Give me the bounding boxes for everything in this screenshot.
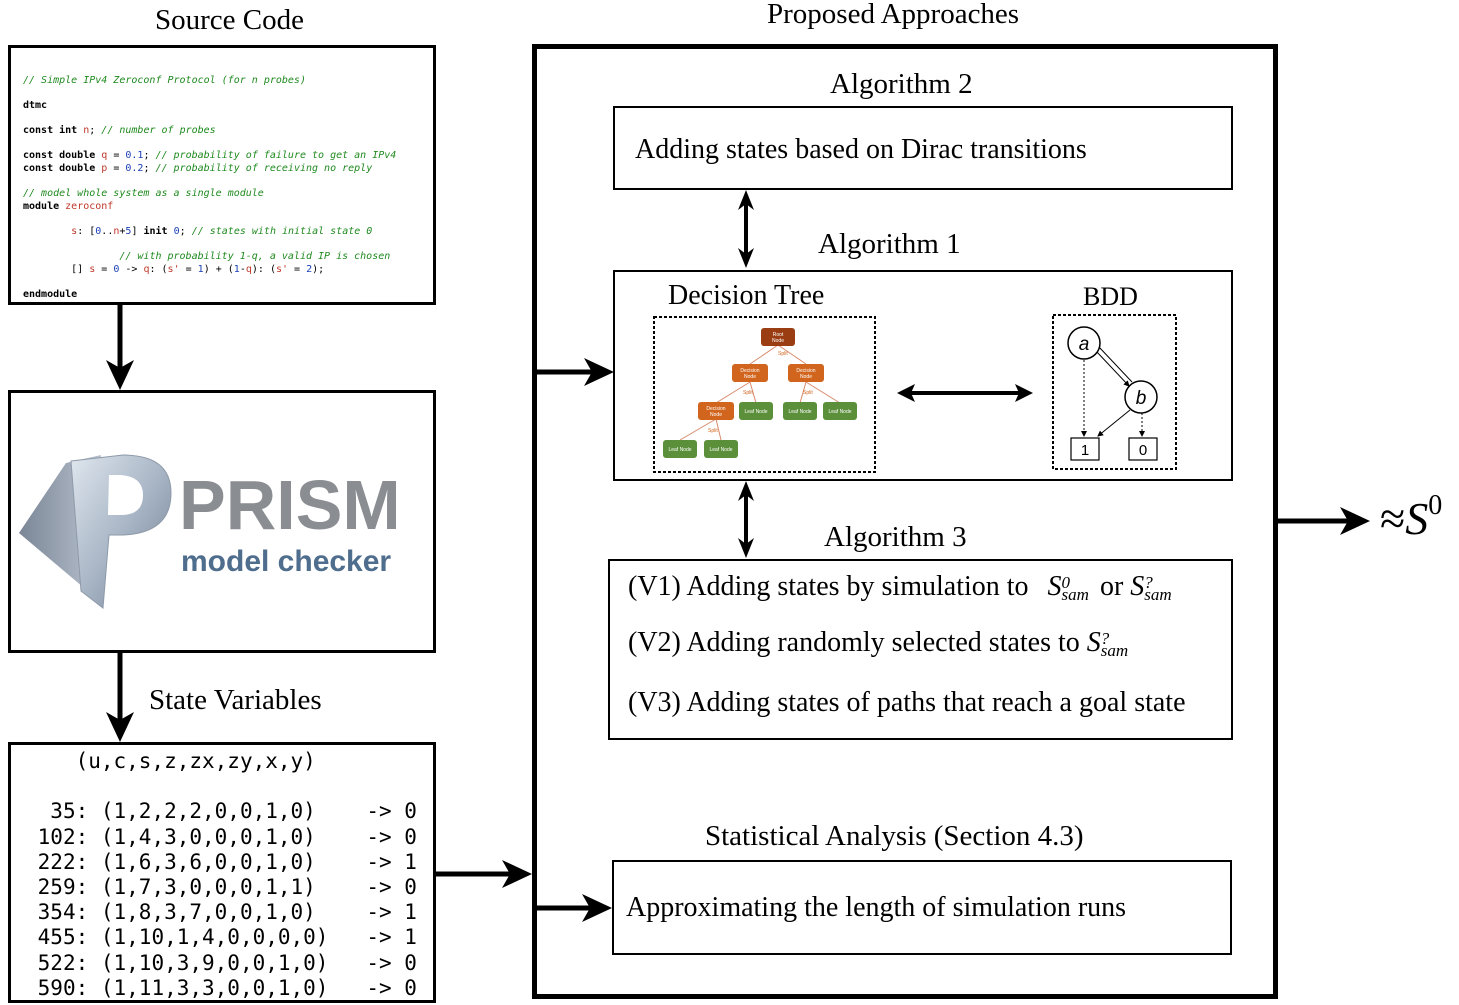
proposed-approaches-box <box>532 44 1278 999</box>
tree-decision-node: Decision Node <box>698 402 734 420</box>
state-row: 222: (1,6,3,6,0,0,1,0) -> 1 <box>37 849 417 874</box>
code-line: dtmc <box>23 99 48 111</box>
prism-title: PRISM <box>179 466 401 544</box>
svg-text:Leaf Node: Leaf Node <box>744 409 767 415</box>
statistical-analysis-text: Approximating the length of simulation r… <box>626 892 1127 923</box>
state-header: (u,c,s,z,zx,zy,x,y) <box>75 749 316 773</box>
prism-subtitle: model checker <box>181 545 391 578</box>
svg-text:0: 0 <box>1139 442 1147 459</box>
svg-text:1: 1 <box>1081 442 1089 459</box>
decision-tree-diagram: Root Node Split Decision Node Decision N… <box>653 316 876 473</box>
bdd-node-b: b <box>1124 380 1158 414</box>
prism-p-icon <box>70 454 172 609</box>
code-line: // Simple IPv4 Zeroconf Protocol (for n … <box>23 74 306 86</box>
code-line: // with probability 1-q, a valid IP is c… <box>71 250 391 262</box>
algorithm2-box: Adding states based on Dirac transitions <box>613 106 1233 190</box>
tree-bdd-double-arrow <box>897 384 1033 402</box>
source-code-box: // Simple IPv4 Zeroconf Protocol (for n … <box>8 45 436 305</box>
source-code-listing: // Simple IPv4 Zeroconf Protocol (for n … <box>23 62 396 301</box>
state-row: 354: (1,8,3,7,0,0,1,0) -> 1 <box>37 900 417 925</box>
code-line: const double q = 0.1; // probability of … <box>23 150 397 162</box>
code-line: module zeroconf <box>23 200 114 212</box>
state-row: 522: (1,10,3,9,0,0,1,0) -> 0 <box>37 950 417 975</box>
tree-root-node: Root Node <box>761 328 795 346</box>
bdd-node-a: a <box>1067 326 1101 360</box>
algorithm3-title: Algorithm 3 <box>824 521 967 553</box>
algorithm1-title: Algorithm 1 <box>818 228 961 260</box>
code-line: s: [0..n+5] init 0; // states with initi… <box>71 225 373 237</box>
code-line: const double p = 0.2; // probability of … <box>23 162 373 174</box>
state-row: 102: (1,4,3,0,0,0,1,0) -> 0 <box>37 824 417 849</box>
bdd-title: BDD <box>1083 282 1138 311</box>
tree-decision-node: Decision Node <box>732 364 768 382</box>
state-row: 259: (1,7,3,0,0,0,1,1) -> 0 <box>37 875 417 900</box>
tree-leaf-node: Leaf Node <box>704 440 738 458</box>
svg-text:Leaf Node: Leaf Node <box>709 447 732 453</box>
algorithm2-title: Algorithm 2 <box>830 68 973 100</box>
tree-leaf-node: Leaf Node <box>783 402 817 420</box>
algorithm3-v3: (V3) Adding states of paths that reach a… <box>628 687 1186 718</box>
svg-text:Node: Node <box>800 374 812 380</box>
split-label: Split <box>778 351 788 357</box>
split-label: Split <box>708 428 718 434</box>
tree-leaf-node: Leaf Node <box>823 402 857 420</box>
tree-leaf-node: Leaf Node <box>663 440 697 458</box>
code-line: endmodule <box>23 288 78 300</box>
prism-logo: PRISM model checker <box>11 451 433 609</box>
code-line: const int n; // number of probes <box>23 124 216 136</box>
state-variables-box: (u,c,s,z,zx,zy,x,y) 35: (1,2,2,2,0,0,1,0… <box>8 742 436 1003</box>
proposed-approaches-heading: Proposed Approaches <box>767 0 1020 30</box>
state-row: 455: (1,10,1,4,0,0,0,0) -> 1 <box>37 925 417 950</box>
state-variables-heading: State Variables <box>149 684 322 716</box>
prism-box: PRISM model checker <box>8 390 436 653</box>
statistical-analysis-box: Approximating the length of simulation r… <box>612 860 1232 955</box>
state-row: 35: (1,2,2,2,0,0,1,0) -> 0 <box>50 799 417 824</box>
algorithm3-v2: (V2) Adding randomly selected states to … <box>628 627 1129 660</box>
algorithm2-text: Adding states based on Dirac transitions <box>635 134 1087 165</box>
state-variables-table: (u,c,s,z,zx,zy,x,y) 35: (1,2,2,2,0,0,1,0… <box>25 749 417 1001</box>
bdd-terminal-zero: 0 <box>1128 437 1158 461</box>
svg-text:Decision: Decision <box>796 368 815 374</box>
statistical-analysis-title: Statistical Analysis (Section 4.3) <box>705 820 1084 852</box>
svg-text:Node: Node <box>772 338 784 344</box>
state-row: 590: (1,11,3,3,0,0,1,0) -> 0 <box>37 975 417 1000</box>
output-label: ≈S0 <box>1380 489 1443 544</box>
code-line: [] s = 0 -> q: (s' = 1) + (1-q): (s' = 2… <box>23 263 325 275</box>
svg-text:Node: Node <box>710 412 722 418</box>
bdd-terminal-one: 1 <box>1070 437 1100 461</box>
svg-text:Leaf Node: Leaf Node <box>828 409 851 415</box>
svg-text:Leaf Node: Leaf Node <box>788 409 811 415</box>
split-label: Split <box>743 390 753 396</box>
decision-tree-title: Decision Tree <box>668 280 825 311</box>
svg-text:Leaf Node: Leaf Node <box>668 447 691 453</box>
svg-text:Node: Node <box>744 374 756 380</box>
split-label: Split <box>803 390 813 396</box>
svg-text:Decision: Decision <box>706 406 725 412</box>
code-line: // model whole system as a single module <box>23 187 264 199</box>
svg-text:Decision: Decision <box>740 368 759 374</box>
prism-p-hole <box>108 475 143 515</box>
tree-decision-node: Decision Node <box>788 364 824 382</box>
source-code-heading: Source Code <box>155 4 304 36</box>
bdd-diagram: a b 1 0 <box>1052 314 1177 470</box>
tree-leaf-node: Leaf Node <box>739 402 773 420</box>
svg-text:b: b <box>1136 388 1147 409</box>
svg-text:a: a <box>1079 334 1090 355</box>
svg-text:Root: Root <box>773 332 784 338</box>
